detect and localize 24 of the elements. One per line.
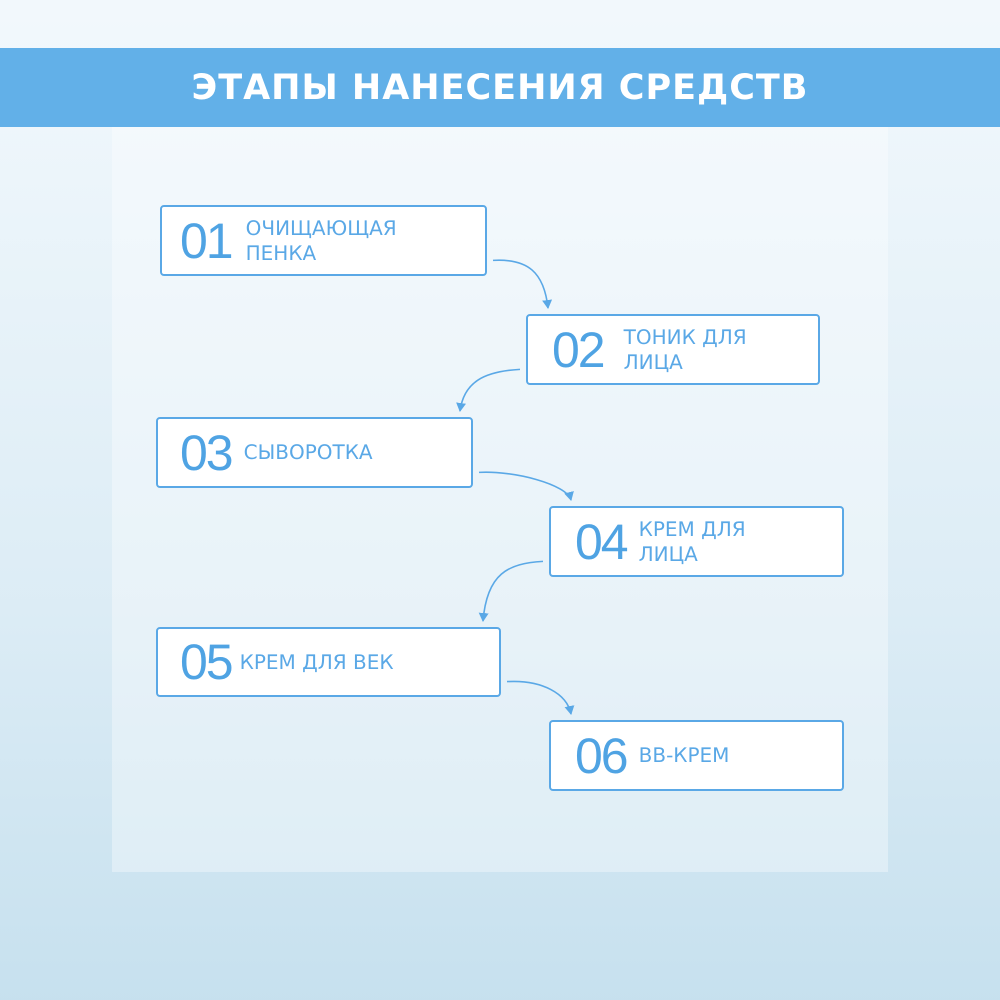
- step-label: СЫВОРОТКА: [244, 440, 374, 465]
- step-box: [549, 720, 844, 791]
- step-box: [549, 506, 844, 577]
- step-box: [156, 417, 473, 488]
- step-box: [526, 314, 820, 385]
- step-box: [160, 205, 487, 276]
- step-number: 05: [180, 633, 232, 691]
- step-label: ОЧИЩАЮЩАЯ ПЕНКА: [246, 216, 398, 266]
- title: ЭТАПЫ НАНЕСЕНИЯ СРЕДСТВ: [192, 68, 808, 108]
- step-label: BB-КРЕМ: [638, 743, 730, 768]
- step-label: ТОНИК ДЛЯ ЛИЦА: [624, 324, 748, 374]
- step-number: 03: [180, 424, 232, 482]
- arrow: [479, 560, 544, 622]
- step-number: 04: [575, 512, 627, 570]
- step-number: 06: [575, 726, 627, 784]
- step-label: КРЕМ ДЛЯ ВЕК: [240, 650, 395, 674]
- step-number: 02: [552, 320, 604, 378]
- arrow: [478, 471, 572, 501]
- step-number: 01: [180, 212, 232, 270]
- arrow: [492, 259, 552, 309]
- step-box: [156, 627, 501, 697]
- arrow: [456, 368, 520, 412]
- step-label: КРЕМ ДЛЯ ЛИЦА: [638, 516, 747, 566]
- arrow: [506, 680, 574, 715]
